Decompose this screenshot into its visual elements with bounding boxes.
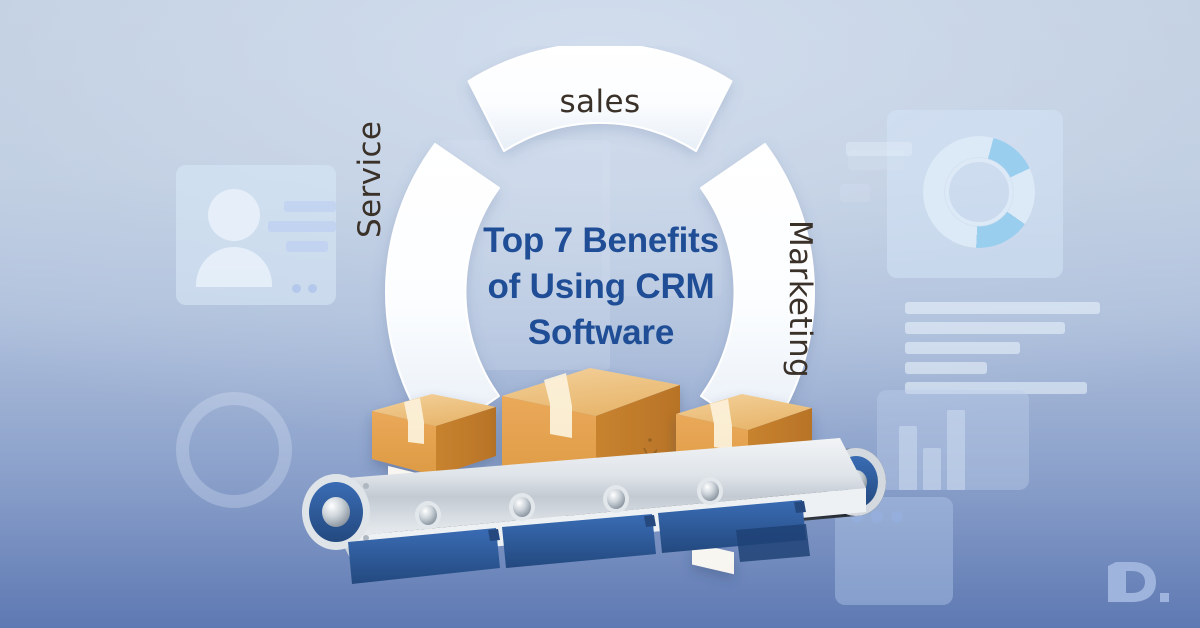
placeholder-text-bar — [905, 302, 1100, 314]
headline-line-1: Top 7 Benefits — [483, 221, 719, 260]
background-donut-card — [887, 110, 1063, 278]
status-dot — [292, 284, 301, 293]
ring-label-sales[interactable]: sales — [559, 84, 641, 120]
placeholder-text-bar — [905, 342, 1020, 354]
headline-line-3: Software — [527, 312, 675, 352]
headline-line-2: of Using CRM — [487, 266, 715, 306]
background-profile-card — [176, 165, 336, 305]
crm-cycle-ring: sales Service Marketing — [318, 46, 882, 538]
brand-logo[interactable] — [1102, 558, 1172, 606]
placeholder-text-bar — [905, 322, 1065, 334]
placeholder-text-bar — [284, 201, 336, 212]
avatar-body-icon — [196, 247, 272, 287]
ring-label-service[interactable]: Service — [352, 120, 388, 238]
ring-arcs-svg — [385, 46, 815, 441]
donut-inner-ring — [945, 158, 1013, 226]
avatar-head-icon — [208, 189, 260, 241]
chart-bar — [899, 426, 917, 490]
logo-d-mark-icon — [1108, 562, 1169, 602]
status-dot — [891, 511, 903, 523]
placeholder-text-bar — [846, 142, 912, 156]
placeholder-text-bar — [905, 362, 987, 374]
status-dot — [871, 511, 883, 523]
background-faint-ring — [176, 392, 292, 508]
placeholder-text-bar — [905, 382, 1087, 394]
chart-bar — [947, 410, 965, 490]
conveyor-blue-panels — [348, 500, 810, 584]
placeholder-text-bar — [268, 221, 336, 232]
ring-segment-sales-shape — [467, 46, 733, 152]
ring-segment-service-shape — [385, 143, 500, 441]
background-slab — [840, 184, 870, 202]
background-bar-chart-card — [877, 390, 1029, 490]
chart-bar — [923, 448, 941, 490]
page-title: Top 7 Benefits of Using CRM Software — [448, 218, 754, 356]
placeholder-text-bar — [286, 241, 328, 252]
conveyor-roller-knobs — [415, 477, 723, 529]
conveyor-svg — [302, 368, 886, 584]
conveyor-illustration — [300, 352, 900, 602]
status-dot — [308, 284, 317, 293]
conveyor-left-pulley — [302, 474, 370, 550]
